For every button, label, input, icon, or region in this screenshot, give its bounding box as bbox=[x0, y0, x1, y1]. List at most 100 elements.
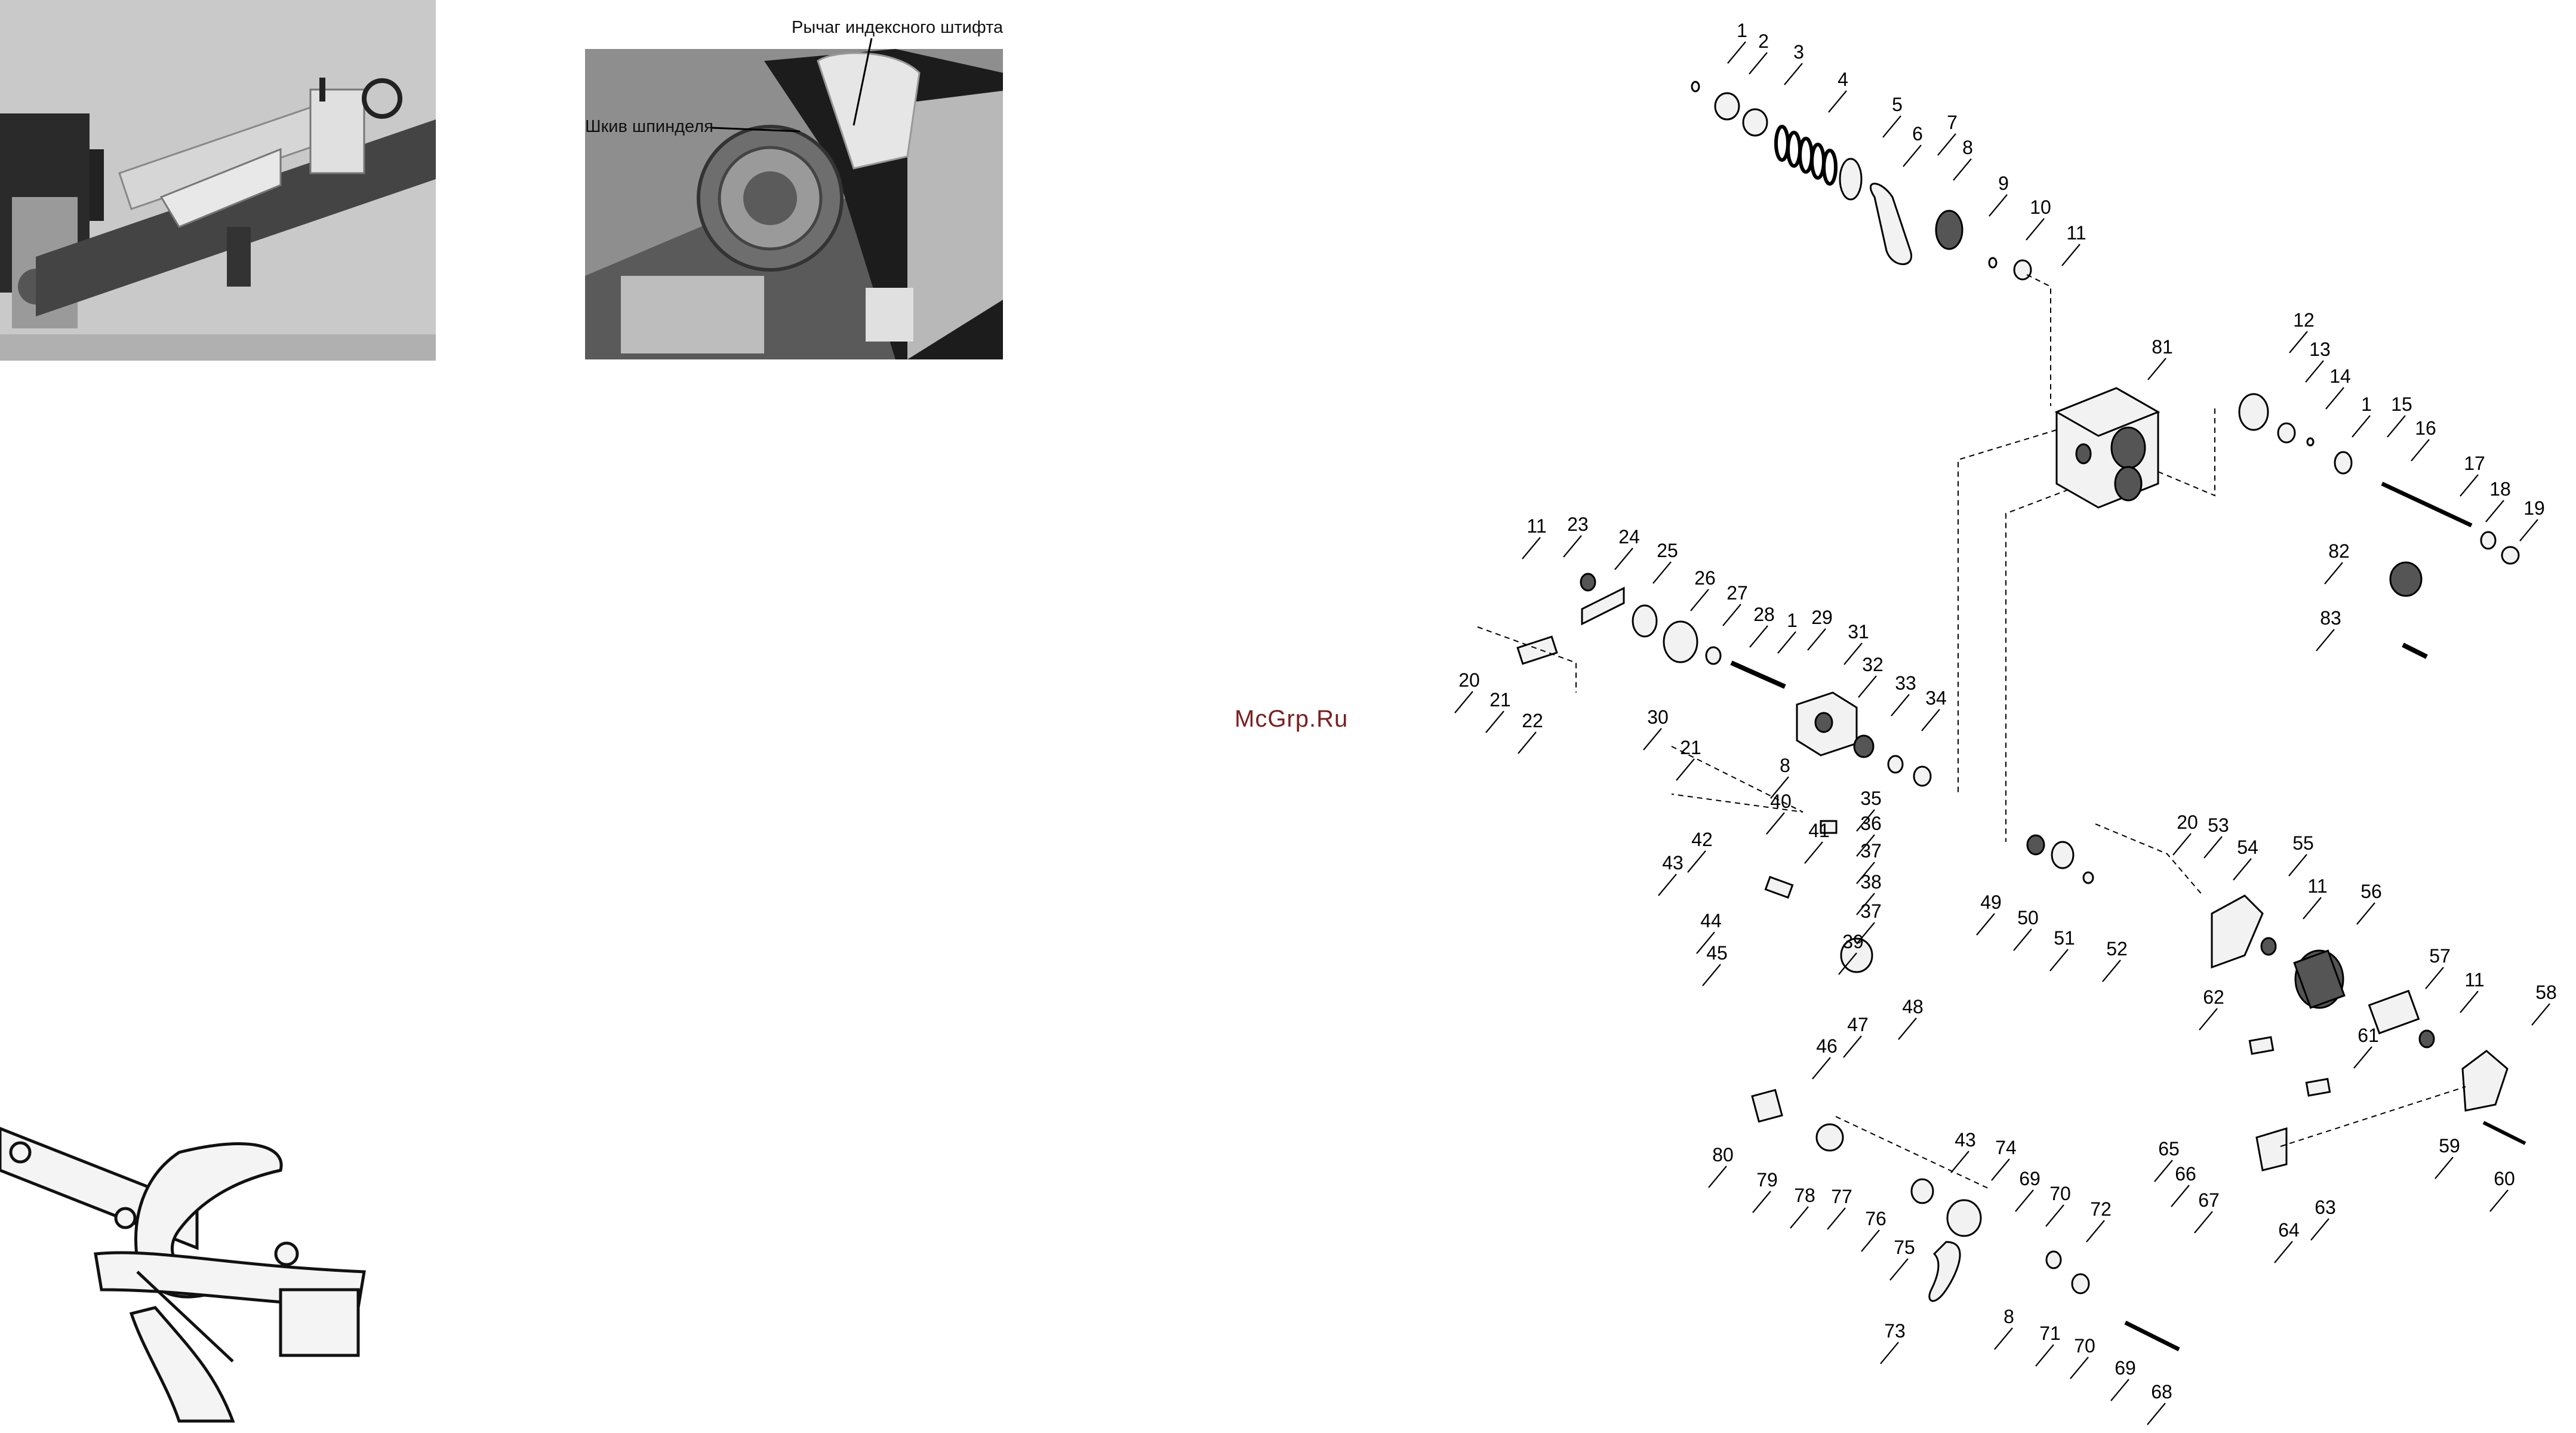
part-number: 37 bbox=[1860, 840, 1882, 862]
assembly-lines bbox=[1477, 274, 2466, 1189]
part-number: 33 bbox=[1895, 672, 1916, 694]
leader-arrow bbox=[1889, 1258, 1909, 1281]
part-number: 60 bbox=[2494, 1168, 2515, 1189]
motor-stator bbox=[2293, 949, 2346, 1009]
leader-arrow bbox=[2154, 1160, 2173, 1182]
part-number: 70 bbox=[2049, 1183, 2071, 1204]
part-number: 11 bbox=[2464, 969, 2484, 991]
leader-arrow bbox=[2172, 833, 2192, 856]
spindle-pulley-leader bbox=[711, 127, 801, 133]
leader-arrow bbox=[1643, 728, 1662, 751]
part-number: 11 bbox=[1526, 515, 1546, 537]
leader-arrow bbox=[1658, 874, 1677, 896]
leader-arrow bbox=[1766, 812, 1785, 835]
index-pin-lever-label: Рычаг индексного штифта bbox=[792, 18, 1004, 37]
part-number: 61 bbox=[2358, 1025, 2379, 1046]
part-number: 55 bbox=[2292, 832, 2314, 854]
part-number: 66 bbox=[2175, 1163, 2196, 1185]
part-number: 8 bbox=[1962, 137, 1973, 158]
index-pin-lever-leader bbox=[852, 38, 873, 126]
part-number: 11 bbox=[2066, 222, 2086, 244]
leader-arrow bbox=[1880, 1342, 1899, 1364]
leader-arrow bbox=[1614, 548, 1633, 570]
leader-arrow bbox=[2305, 360, 2324, 383]
leader-arrow bbox=[2203, 836, 2223, 859]
leader-arrow bbox=[1708, 1166, 1727, 1188]
leader-arrow bbox=[2519, 519, 2538, 542]
part-number: 75 bbox=[1894, 1237, 1915, 1258]
part-number: 1 bbox=[1787, 610, 1798, 631]
spring bbox=[1774, 125, 1838, 186]
leader-arrow bbox=[1858, 675, 1877, 698]
part-number: 38 bbox=[1860, 871, 1882, 893]
leader-arrow bbox=[2531, 1003, 2550, 1026]
leader-arrow bbox=[2325, 387, 2344, 410]
leader-arrow bbox=[2310, 1218, 2329, 1241]
part-number: 50 bbox=[2017, 907, 2039, 928]
leader-arrow bbox=[1976, 913, 1995, 936]
part-number: 74 bbox=[1995, 1137, 2017, 1158]
part-number: 57 bbox=[2429, 945, 2451, 967]
part-number: 80 bbox=[1712, 1144, 1734, 1166]
part-number: 73 bbox=[1884, 1320, 1906, 1342]
spindle-pulley-label: Шкив шпинделя bbox=[585, 117, 713, 136]
part-number: 63 bbox=[2315, 1197, 2336, 1218]
leader-arrow bbox=[2460, 474, 2479, 497]
leader-arrow bbox=[1891, 694, 1910, 716]
leader-arrow bbox=[1838, 952, 1857, 975]
lathe-photo bbox=[0, 0, 436, 361]
tool-rest-drawing bbox=[0, 1111, 376, 1433]
part-number: 43 bbox=[1955, 1129, 1976, 1151]
leader-arrow bbox=[2015, 1189, 2034, 1212]
leader-arrow bbox=[1898, 1017, 1917, 1040]
part-number: 54 bbox=[2237, 837, 2258, 858]
leader-arrow bbox=[2171, 1185, 2190, 1207]
part-number: 72 bbox=[2090, 1198, 2112, 1220]
part-number: 52 bbox=[2106, 938, 2128, 960]
part-number: 59 bbox=[2439, 1135, 2460, 1157]
part-number: 8 bbox=[1780, 755, 1790, 776]
part-number: 83 bbox=[2320, 607, 2341, 629]
leader-arrow bbox=[1994, 1327, 2013, 1350]
leader-arrow bbox=[1749, 52, 1768, 75]
leader-arrow bbox=[1454, 691, 1473, 714]
leader-arrow bbox=[2353, 1046, 2372, 1069]
leader-arrow bbox=[2147, 358, 2166, 380]
leader-arrow bbox=[1861, 1229, 1880, 1252]
leader-arrow bbox=[2199, 1008, 2218, 1031]
leader-arrow bbox=[1989, 194, 2008, 217]
part-number: 37 bbox=[1860, 900, 1882, 922]
leader-arrow bbox=[2485, 500, 2504, 522]
leader-arrow bbox=[1950, 1151, 1969, 1173]
leader-arrow bbox=[2288, 854, 2307, 877]
leader-arrow bbox=[1696, 931, 1715, 954]
leader-arrow bbox=[2324, 562, 2343, 585]
leader-arrow bbox=[1882, 115, 1901, 138]
part-number: 64 bbox=[2278, 1219, 2300, 1241]
part-number: 5 bbox=[1892, 94, 1903, 115]
leader-arrow bbox=[1485, 711, 1504, 733]
leader-arrow bbox=[2233, 858, 2252, 881]
part-number: 51 bbox=[2054, 927, 2075, 949]
leader-arrow bbox=[1843, 1035, 1862, 1058]
leader-arrow bbox=[1752, 1191, 1771, 1213]
part-number: 70 bbox=[2074, 1335, 2095, 1357]
leader-arrow bbox=[1856, 809, 1875, 832]
leader-arrow bbox=[1953, 158, 1972, 181]
leader-arrow bbox=[2274, 1241, 2293, 1263]
part-number: 6 bbox=[1912, 123, 1923, 144]
leader-arrow bbox=[2070, 1357, 2089, 1379]
leader-arrow bbox=[1749, 625, 1768, 648]
part-number: 10 bbox=[2030, 196, 2051, 218]
leader-arrow bbox=[2303, 897, 2322, 920]
part-number: 58 bbox=[2535, 982, 2557, 1003]
part-number: 8 bbox=[2003, 1306, 2014, 1327]
leader-arrow bbox=[2045, 1204, 2064, 1227]
leader-arrow bbox=[1856, 893, 1875, 915]
part-number: 43 bbox=[1662, 852, 1684, 874]
part-number: 20 bbox=[2177, 811, 2198, 833]
leader-arrow bbox=[1937, 133, 1956, 156]
part-number: 32 bbox=[1862, 654, 1883, 675]
